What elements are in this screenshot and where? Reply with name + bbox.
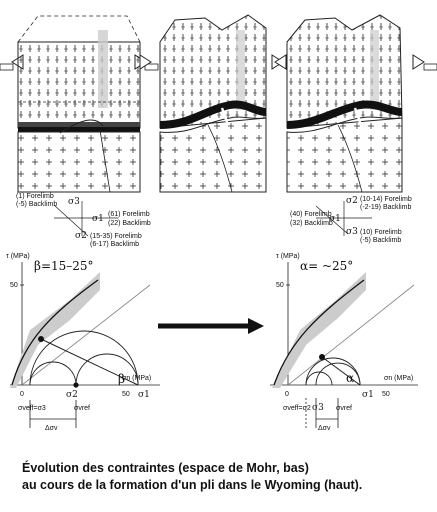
s1-label: σ1 xyxy=(329,214,341,224)
delta-sv-label: Δσv xyxy=(45,425,58,432)
mohr-circle-s2-s3 xyxy=(29,361,77,386)
mohr-circle-s1-s2 xyxy=(75,353,139,386)
s2-forelimb: (15-35) Forelimb xyxy=(90,233,142,240)
block-diagram-1 xyxy=(0,15,159,193)
x-tick-0: 0 xyxy=(20,391,24,398)
failure-point xyxy=(38,336,44,342)
s1-tick: σ1 xyxy=(138,390,150,400)
stress-state-right: σ2 (10-14) Forelimb (-2-19) Backlimb (40… xyxy=(290,196,412,244)
s2-label: σ2 xyxy=(346,196,358,206)
svref-label: σvref xyxy=(74,405,90,412)
y-tick-50: 50 xyxy=(10,282,18,289)
s2-tick: σ2 xyxy=(66,390,78,400)
y-tick-50: 50 xyxy=(276,282,284,289)
s1-forelimb: (40) Forelimb xyxy=(290,211,332,218)
caption: Évolution des contraintes (espace de Moh… xyxy=(22,460,422,494)
sveff-label: σveff=σ2 xyxy=(283,405,311,412)
s3-label: σ3 xyxy=(68,197,80,207)
s2-backlimb: (-2-19) Backlimb xyxy=(360,204,411,211)
x-tick-0: 0 xyxy=(285,391,289,398)
s1-backlimb: (22) Backlimb xyxy=(108,220,151,227)
block-diagram-2 xyxy=(139,14,284,193)
block-diagram-3 xyxy=(274,14,437,193)
caption-line-1: Évolution des contraintes (espace de Moh… xyxy=(22,461,309,475)
s3-tick: σ3 xyxy=(312,403,324,413)
reference-line xyxy=(287,284,415,386)
delta-sv-label: Δσv xyxy=(318,425,331,432)
x-axis-label: σn (MPa) xyxy=(384,375,413,382)
mohr-diagram-right: τ (MPa) 50 σn (MPa) 0 50 α= ~25° α σ1 σv… xyxy=(270,253,418,432)
s3-backlimb: (-5) Backlimb xyxy=(360,237,401,244)
alpha-symbol: α xyxy=(346,371,354,385)
transition-arrow xyxy=(158,318,264,334)
x-tick-50: 50 xyxy=(122,391,130,398)
caption-line-2: au cours de la formation d'un pli dans l… xyxy=(22,478,363,492)
compression-arrow-right-icon xyxy=(412,54,425,70)
angle-label: β=15–25° xyxy=(34,259,94,273)
failure-point xyxy=(319,354,325,360)
x-tick-50: 50 xyxy=(382,391,390,398)
angle-label: α= ~25° xyxy=(300,259,353,273)
s1-backlimb: (32) Backlimb xyxy=(290,220,333,227)
s1-label: σ1 xyxy=(92,214,104,224)
s2-backlimb: (6-17) Backlimb xyxy=(90,241,139,248)
failure-plane-line xyxy=(321,356,361,386)
failure-envelope xyxy=(273,279,365,386)
x-axis-label: σn (MPa) xyxy=(122,375,151,382)
s1-tick: σ1 xyxy=(362,390,374,400)
s3-backlimb: (-5) Backlimb xyxy=(16,201,57,208)
failure-envelope xyxy=(11,279,99,386)
s3-forelimb: (10) Forelimb xyxy=(360,229,402,236)
failure-plane-line xyxy=(40,338,139,386)
s2-label: σ2 xyxy=(75,231,87,241)
y-axis-label: τ (MPa) xyxy=(276,253,300,260)
sveff-label: σveff=σ3 xyxy=(18,405,46,412)
compression-arrow-left-icon xyxy=(139,54,152,70)
y-axis-label: τ (MPa) xyxy=(6,253,30,260)
beta-symbol: β xyxy=(118,372,125,386)
s3-forelimb: (1) Forelimb xyxy=(16,193,54,200)
mohr-circle-s1-s3 xyxy=(29,330,139,386)
s3-label: σ3 xyxy=(346,227,358,237)
compression-arrow-left-icon xyxy=(274,54,287,70)
svref-label: σvref xyxy=(336,405,352,412)
s2-forelimb: (10-14) Forelimb xyxy=(360,196,412,203)
stress-state-left: (1) Forelimb (-5) Backlimb σ3 σ1 (61) Fo… xyxy=(16,193,151,248)
s1-forelimb: (61) Forelimb xyxy=(108,211,150,218)
mohr-diagram-left: τ (MPa) 50 σn (MPa) 0 50 β=15–25° β σ1 σ… xyxy=(6,253,160,432)
reference-line xyxy=(21,284,151,386)
